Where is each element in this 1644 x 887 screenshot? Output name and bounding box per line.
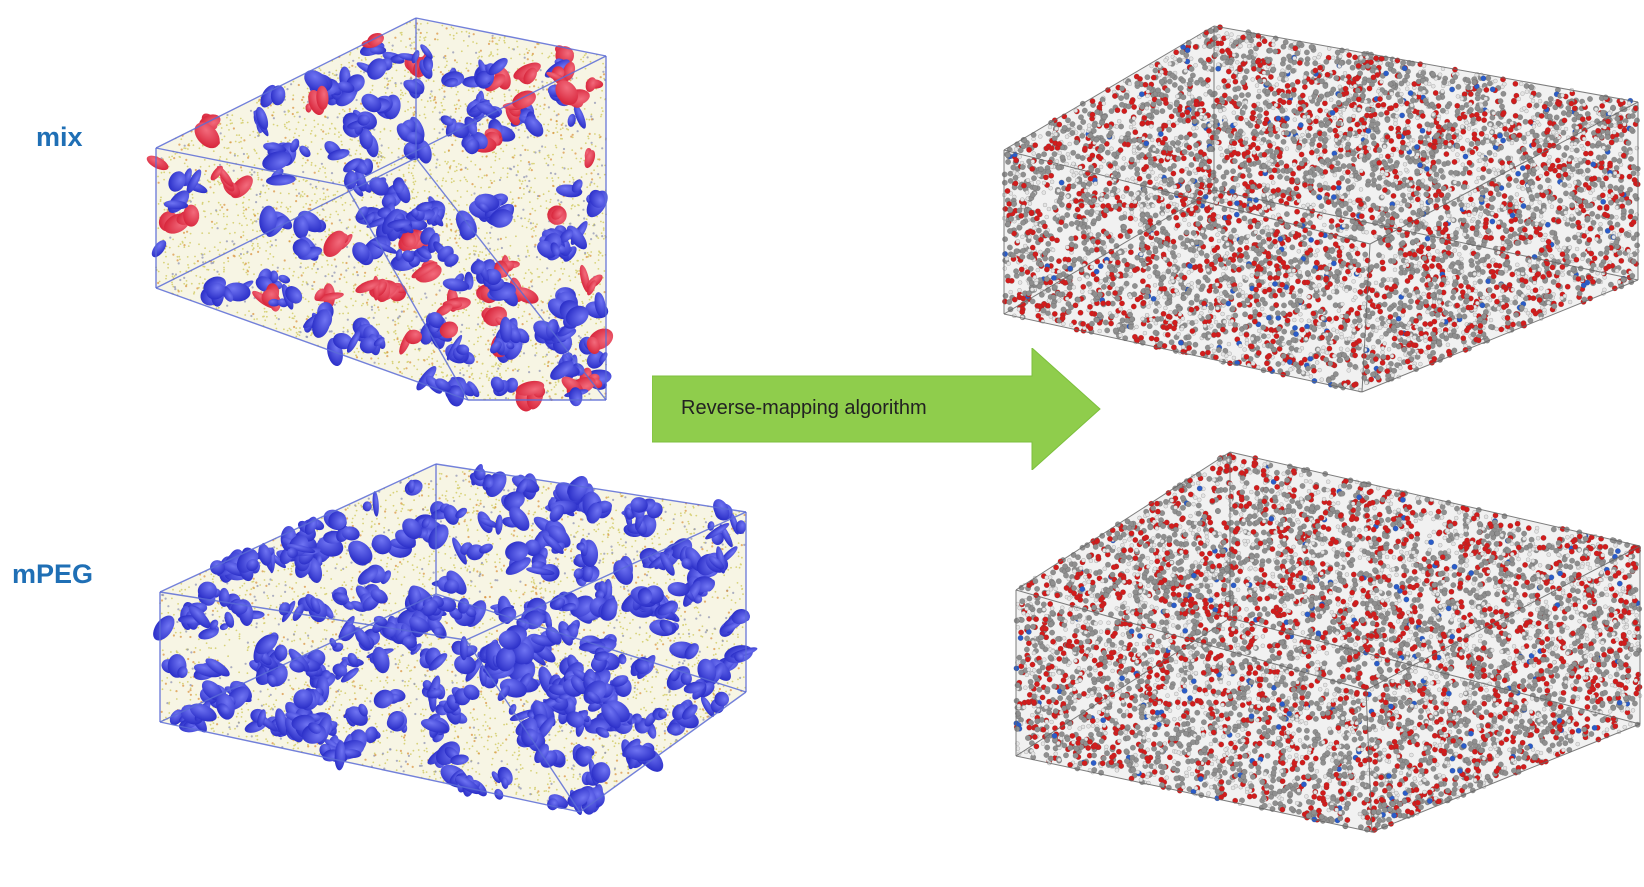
coarse-grained-mix-render [136, 0, 768, 412]
row-label-mpeg: mPEG [12, 559, 93, 590]
atoms [1001, 24, 1641, 393]
box-edges [155, 17, 607, 401]
polymer-clusters [146, 32, 614, 412]
arrow-shape [652, 348, 1101, 470]
atoms [1013, 452, 1643, 834]
atomistic-mpeg-render [990, 440, 1644, 850]
row-label-mix: mix [36, 122, 83, 153]
box-edges [1003, 25, 1639, 393]
box-edges [159, 463, 747, 813]
coarse-grained-mpeg-render [136, 432, 786, 852]
reverse-mapping-arrow [652, 348, 1101, 470]
atomistic-mix-render [990, 12, 1644, 412]
box-edges [1015, 451, 1641, 833]
arrow-label: Reverse-mapping algorithm [681, 397, 927, 420]
